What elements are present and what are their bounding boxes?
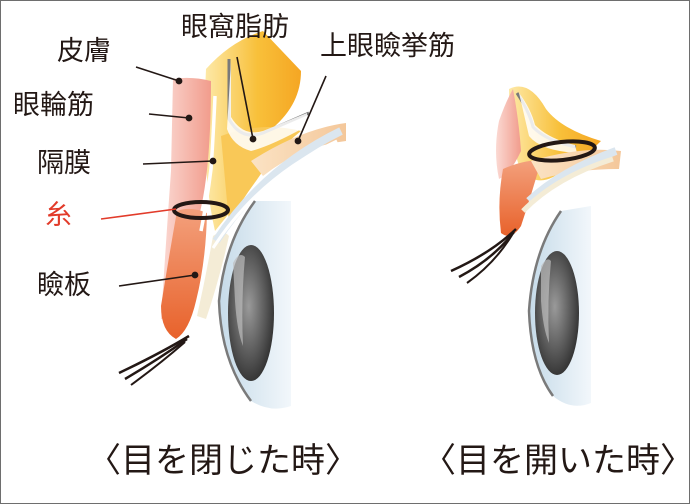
closed-orbicularis bbox=[161, 208, 207, 339]
leader-orbicularis bbox=[148, 113, 190, 119]
leader-levator bbox=[297, 75, 327, 142]
leader-orbital-fat bbox=[236, 56, 254, 140]
closed-eye-illustration bbox=[118, 31, 346, 409]
open-eyelash bbox=[450, 228, 517, 273]
leader-suture bbox=[100, 208, 177, 220]
closed-levator bbox=[251, 123, 346, 176]
open-eye-illustration bbox=[450, 86, 621, 406]
label-orbicularis-muscle: 眼輪筋 bbox=[13, 90, 94, 121]
closed-fat-lower bbox=[221, 127, 301, 223]
label-levator-muscle: 上眼瞼挙筋 bbox=[320, 31, 455, 62]
label-tarsus: 瞼板 bbox=[37, 270, 91, 301]
caption-open: 〈目を開いた時〉 bbox=[422, 441, 690, 481]
closed-eyelash bbox=[118, 334, 190, 375]
label-suture: 糸 bbox=[45, 200, 72, 231]
open-orbicularis bbox=[499, 160, 541, 236]
caption-closed: 〈目を閉じた時〉 bbox=[87, 441, 359, 481]
open-suture-loop bbox=[527, 139, 597, 163]
label-orbital-fat: 眼窩脂肪 bbox=[181, 12, 289, 43]
leader-lines bbox=[100, 56, 327, 287]
closed-tarsus bbox=[197, 232, 229, 319]
leader-septum bbox=[142, 160, 214, 165]
leader-skin bbox=[135, 66, 180, 82]
label-septum: 隔膜 bbox=[37, 148, 91, 179]
open-skin bbox=[496, 89, 521, 179]
leader-tarsus bbox=[118, 274, 196, 287]
closed-septum-line bbox=[199, 95, 217, 232]
label-skin: 皮膚 bbox=[57, 36, 111, 67]
